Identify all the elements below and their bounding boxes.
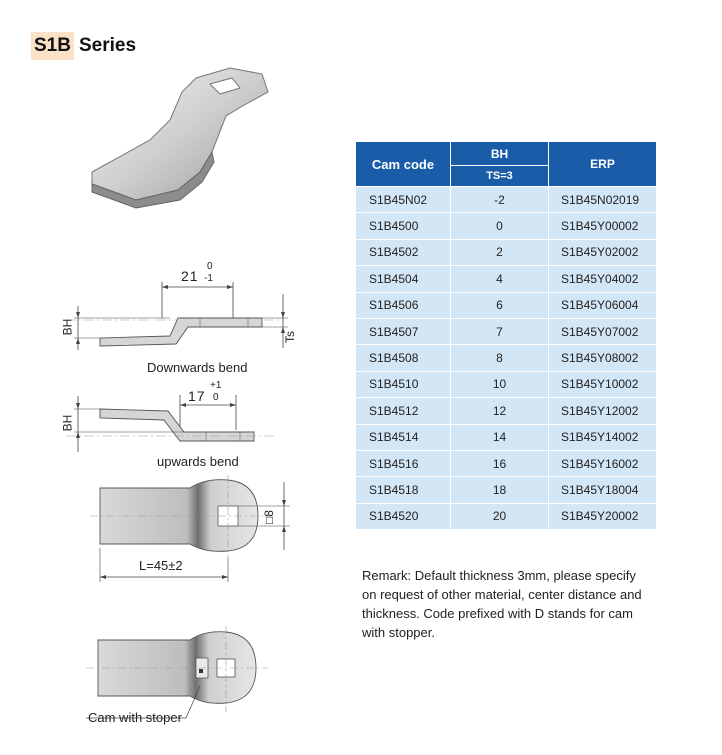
erp-cell: S1B45N02019 — [548, 185, 656, 213]
cam-code-cell: S1B4507 — [356, 317, 451, 345]
cam-code-cell: S1B4506 — [356, 291, 451, 319]
up-dim-value: 17 — [188, 388, 206, 404]
page-title: S1B Series — [31, 31, 136, 61]
bh-cell: 4 — [450, 265, 549, 293]
top-view-drawing — [90, 475, 290, 582]
erp-cell: S1B45Y06004 — [548, 291, 656, 319]
cam-code-cell: S1B4520 — [356, 502, 451, 530]
cam-code-cell: S1B4500 — [356, 212, 451, 240]
square-size-label: □8 — [261, 510, 276, 524]
bh-cell: 14 — [450, 423, 549, 451]
bh-cell: 10 — [450, 370, 549, 398]
erp-cell: S1B45Y16002 — [548, 449, 656, 477]
upwards-bend-caption: upwards bend — [157, 454, 239, 469]
remark-text: Remark: Default thickness 3mm, please sp… — [362, 568, 642, 640]
erp-cell: S1B45Y18004 — [548, 476, 656, 504]
bh-cell: 7 — [450, 317, 549, 345]
erp-cell: S1B45Y04002 — [548, 265, 656, 293]
bh-cell: 18 — [450, 476, 549, 504]
erp-cell: S1B45Y07002 — [548, 317, 656, 345]
upwards-bend-drawing — [66, 395, 275, 452]
cam-code-cell: S1B4508 — [356, 344, 451, 372]
cam-code-cell: S1B4516 — [356, 449, 451, 477]
bh-cell: 20 — [450, 502, 549, 530]
header-ts: TS=3 — [450, 165, 549, 187]
bh-cell: 8 — [450, 344, 549, 372]
cam-code-cell: S1B4504 — [356, 265, 451, 293]
erp-cell: S1B45Y14002 — [548, 423, 656, 451]
series-word: Series — [78, 35, 137, 56]
erp-cell: S1B45Y00002 — [548, 212, 656, 240]
bh-cell: 12 — [450, 397, 549, 425]
erp-cell: S1B45Y20002 — [548, 502, 656, 530]
bh-cell: 6 — [450, 291, 549, 319]
up-tol-upper: +1 — [210, 380, 222, 391]
up-bh-label: BH — [60, 414, 75, 432]
down-bh-label: BH — [60, 318, 75, 336]
erp-cell: S1B45Y10002 — [548, 370, 656, 398]
down-ts-label: Ts — [283, 331, 297, 343]
cam-3d-render — [91, 67, 269, 209]
down-tol-upper: 0 — [207, 261, 213, 272]
stopper-caption: Cam with stoper — [88, 710, 182, 725]
cam-code-cell: S1B4512 — [356, 397, 451, 425]
header-cam-code: Cam code — [356, 142, 451, 187]
cam-code-cell: S1B4518 — [356, 476, 451, 504]
bh-cell: 16 — [450, 449, 549, 477]
series-code-highlight: S1B — [31, 32, 74, 60]
downwards-bend-drawing — [66, 282, 288, 350]
header-erp: ERP — [548, 142, 656, 187]
cam-code-cell: S1B4502 — [356, 238, 451, 266]
cam-code-cell: S1B4514 — [356, 423, 451, 451]
bh-cell: -2 — [450, 185, 549, 213]
erp-cell: S1B45Y12002 — [548, 397, 656, 425]
stopper-view-drawing — [86, 626, 268, 719]
erp-cell: S1B45Y02002 — [548, 238, 656, 266]
length-label: L=45±2 — [139, 558, 183, 573]
bh-cell: 2 — [450, 238, 549, 266]
up-tol-lower: 0 — [213, 392, 219, 403]
cam-code-cell: S1B4510 — [356, 370, 451, 398]
downwards-bend-caption: Downwards bend — [147, 360, 248, 375]
down-dim-value: 21 — [181, 268, 199, 284]
erp-cell: S1B45Y08002 — [548, 344, 656, 372]
header-bh: BH — [450, 142, 549, 166]
down-tol-lower: -1 — [204, 273, 213, 284]
bh-cell: 0 — [450, 212, 549, 240]
cam-code-cell: S1B45N02 — [356, 185, 451, 213]
